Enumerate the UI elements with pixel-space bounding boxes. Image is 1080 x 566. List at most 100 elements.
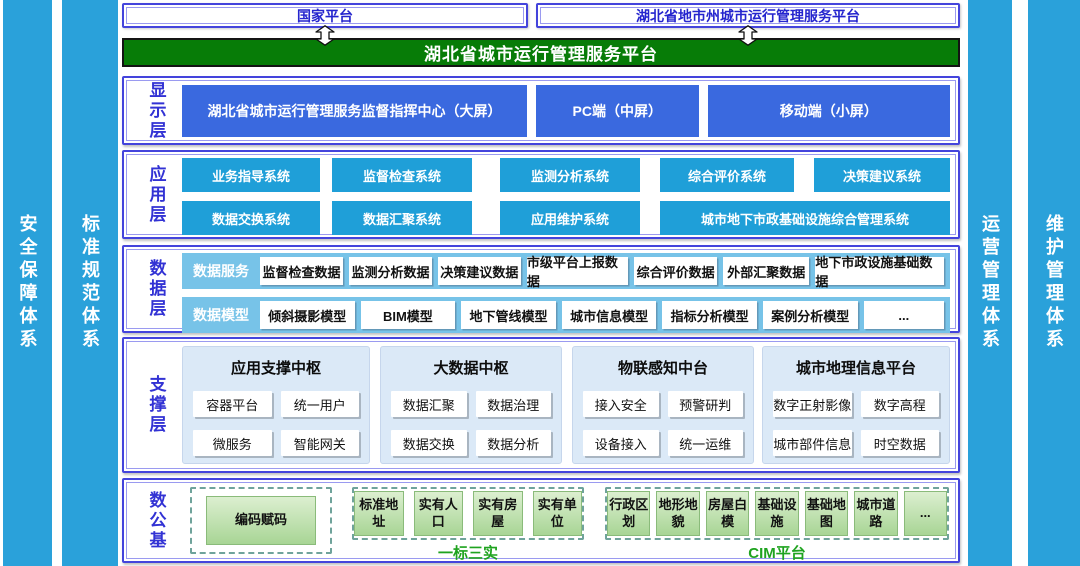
coding-group: 编码赋码 [190,487,332,554]
support-item: 微服务 [193,430,272,456]
cim-item: 基础地图 [804,491,849,536]
sidebar-security-label: 安全保障体系 [17,214,38,352]
data-model-title: 数据模型 [193,307,249,323]
sidebar-standards-system: 标准规范体系 [62,0,118,566]
layer-support: 支撑层 应用支撑中枢 容器平台 统一用户 微服务 智能网关 大数据中枢 数据汇聚 [122,337,960,473]
support-group-title: 物联感知中台 [617,360,708,377]
application-layer-label: 应用层 [146,164,166,225]
data-item: 倾斜摄影模型 [260,301,355,329]
support-item: 数字正射影像 [773,391,852,417]
data-item: 综合评价数据 [634,257,718,285]
data-item: 案例分析模型 [762,301,858,329]
cim-item: 城市道路 [854,491,898,536]
bidirectional-arrow-icon [738,25,758,46]
data-item: 地下管线模型 [461,301,556,329]
support-item: 时空数据 [860,430,939,456]
main-platform-banner: 湖北省城市运行管理服务平台 [122,38,960,67]
support-item: 数据分析 [475,430,551,456]
support-item: 统一运维 [667,430,743,456]
application-layer-content: 业务指导系统 监督检查系统 监测分析系统 综合评价系统 决策建议系统 数据交换系… [182,152,950,237]
data-item: 监督检查数据 [260,257,343,285]
layer-base: 数公基 编码赋码 标准地址 实有人口 实有房屋 实有单位 一标三实 行政区划 地… [122,478,960,563]
support-item: 接入安全 [583,391,659,417]
display-box-pc: PC端（中屏） [535,84,699,137]
sidebar-maintenance-system: 维护管理体系 [1028,0,1080,566]
cim-group-caption: CIM平台 [748,545,806,562]
data-item: 地下市政设施基础数据 [815,255,944,289]
app-system-box: 监督检查系统 [332,158,472,192]
cim-item-ellipsis: ... [903,491,947,536]
support-item: 数字高程 [860,391,939,417]
display-layer-label: 显示层 [146,80,166,141]
support-item: 数据治理 [475,391,551,417]
ybss-item: 标准地址 [354,491,404,536]
support-group-title: 大数据中枢 [433,360,509,377]
main-platform-label: 湖北省城市运行管理服务平台 [424,45,658,64]
app-system-box: 数据汇聚系统 [332,201,472,235]
support-item: 容器平台 [193,391,272,417]
app-system-box: 监测分析系统 [500,158,640,192]
sidebar-security-system: 安全保障体系 [3,0,52,566]
ybss-group: 标准地址 实有人口 实有房屋 实有单位 [352,487,584,540]
support-item: 城市部件信息 [773,430,852,456]
support-group-gis-platform: 城市地理信息平台 数字正射影像 数字高程 城市部件信息 时空数据 [762,346,950,464]
national-platform-box: 国家平台 [122,3,528,28]
sidebar-operations-system: 运营管理体系 [968,0,1012,566]
support-group-app-hub: 应用支撑中枢 容器平台 统一用户 微服务 智能网关 [182,346,370,464]
support-group-iot-platform: 物联感知中台 接入安全 预警研判 设备接入 统一运维 [572,346,754,464]
ybss-item: 实有单位 [532,491,582,536]
support-group-title: 应用支撑中枢 [230,360,321,377]
data-item: BIM模型 [360,301,456,329]
support-group-title: 城市地理信息平台 [795,360,916,377]
support-item: 预警研判 [667,391,743,417]
sidebar-maintenance-label: 维护管理体系 [1044,214,1064,352]
display-box-big-screen: 湖北省城市运行管理服务监督指挥中心（大屏） [182,84,527,137]
coding-box: 编码赋码 [206,496,316,545]
layer-application: 应用层 业务指导系统 监督检查系统 监测分析系统 综合评价系统 决策建议系统 数… [122,150,960,239]
cim-item: 行政区划 [607,491,651,536]
cim-item: 基础设施 [755,491,799,536]
national-platform-label: 国家平台 [297,7,353,24]
cim-item: 房屋白模 [705,491,750,536]
app-system-box: 综合评价系统 [660,158,794,192]
app-system-box: 业务指导系统 [182,158,320,192]
base-layer-content: 编码赋码 标准地址 实有人口 实有房屋 实有单位 一标三实 行政区划 地形地貌 … [182,480,950,562]
sidebar-standards-label: 标准规范体系 [80,214,100,352]
ybss-item: 实有房屋 [473,491,523,536]
base-layer-label: 数公基 [146,490,166,551]
support-group-bigdata-hub: 大数据中枢 数据汇聚 数据治理 数据交换 数据分析 [380,346,562,464]
support-layer-content: 应用支撑中枢 容器平台 统一用户 微服务 智能网关 大数据中枢 数据汇聚 数据治… [182,339,950,471]
display-layer-content: 湖北省城市运行管理服务监督指挥中心（大屏） PC端（中屏） 移动端（小屏） [182,78,950,143]
bidirectional-arrow-icon [315,25,335,46]
app-system-box: 数据交换系统 [182,201,320,235]
data-layer-content: 数据服务 监督检查数据 监测分析数据 决策建议数据 市级平台上报数据 综合评价数… [182,247,950,333]
prefecture-platform-label: 湖北省地市州城市运行管理服务平台 [636,7,860,24]
cim-item: 地形地貌 [656,491,700,536]
display-box-mobile: 移动端（小屏） [707,84,950,137]
ybss-item: 实有人口 [413,491,463,536]
app-system-box: 决策建议系统 [814,158,950,192]
layer-data: 数据层 数据服务 监督检查数据 监测分析数据 决策建议数据 市级平台上报数据 综… [122,245,960,333]
cim-group: 行政区划 地形地貌 房屋白模 基础设施 基础地图 城市道路 ... [605,487,949,540]
data-service-title: 数据服务 [193,263,249,279]
diagram-main-column: 国家平台 湖北省地市州城市运行管理服务平台 湖北省城市运行管理服务平台 显示层 … [122,0,960,566]
data-item-ellipsis: ... [863,301,944,329]
support-item: 智能网关 [280,430,359,456]
sidebar-operations-label: 运营管理体系 [980,214,1000,352]
ybss-group-caption: 一标三实 [437,545,498,562]
support-item: 统一用户 [280,391,359,417]
data-item: 指标分析模型 [662,301,757,329]
layer-display: 显示层 湖北省城市运行管理服务监督指挥中心（大屏） PC端（中屏） 移动端（小屏… [122,76,960,145]
data-item: 决策建议数据 [437,257,521,285]
app-system-box: 城市地下市政基础设施综合管理系统 [660,201,950,235]
support-item: 设备接入 [583,430,659,456]
data-item: 监测分析数据 [348,257,432,285]
support-item: 数据交换 [391,430,467,456]
support-item: 数据汇聚 [391,391,467,417]
data-model-row: 数据模型 倾斜摄影模型 BIM模型 地下管线模型 城市信息模型 指标分析模型 案… [182,297,950,333]
data-service-row: 数据服务 监督检查数据 监测分析数据 决策建议数据 市级平台上报数据 综合评价数… [182,253,950,289]
data-item: 市级平台上报数据 [526,255,629,289]
data-layer-label: 数据层 [146,259,166,319]
app-system-box: 应用维护系统 [500,201,640,235]
